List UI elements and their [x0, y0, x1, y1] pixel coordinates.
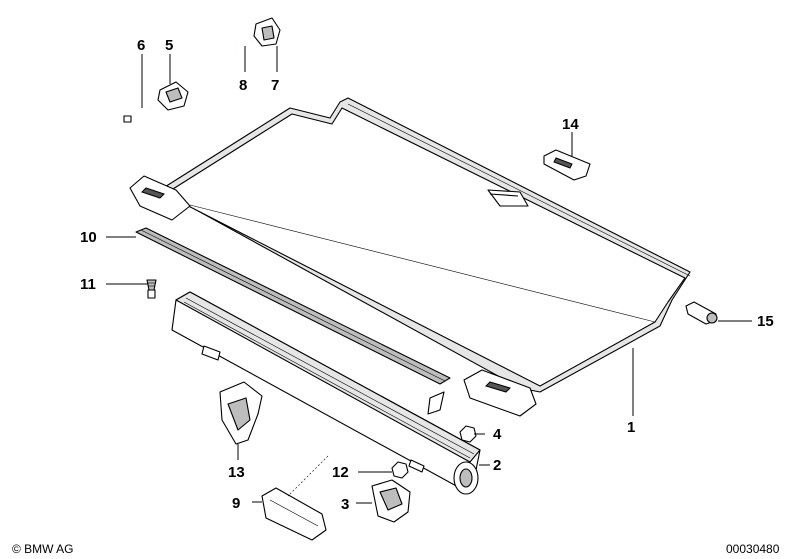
callout-7: 7 [271, 77, 279, 94]
part-2-roller-cassette [171, 291, 481, 495]
copyright-label: © BMW AG [12, 542, 74, 556]
callout-8: 8 [239, 77, 247, 94]
callout-1: 1 [627, 419, 635, 436]
callout-12: 12 [332, 464, 349, 481]
callout-10: 10 [80, 229, 97, 246]
part-1-right-end-cap [463, 369, 537, 417]
part-15-pin [685, 301, 718, 325]
callout-13: 13 [228, 464, 245, 481]
callout-3: 3 [341, 496, 349, 513]
part-3-end-holder [371, 479, 411, 523]
callout-9: 9 [232, 495, 240, 512]
part-8-bolt [235, 41, 253, 49]
part-6-bolt [123, 107, 151, 123]
callout-11: 11 [80, 276, 96, 293]
part-5-clip-nut [157, 81, 189, 111]
diagram-number: 00030480 [726, 542, 780, 556]
callout-labels: 1 2 3 4 5 6 7 8 9 10 11 12 13 14 15 [80, 37, 774, 513]
part-14-holder [543, 149, 591, 181]
part-11-screw [146, 279, 157, 299]
callout-4: 4 [493, 426, 502, 443]
part-10-guide-strip [135, 227, 451, 385]
part-9-end-cover [261, 455, 329, 541]
callout-14: 14 [562, 116, 579, 133]
part-13-support [219, 381, 263, 445]
callout-15: 15 [757, 313, 774, 330]
callout-5: 5 [165, 37, 173, 54]
part-7-bracket [253, 17, 281, 47]
callout-6: 6 [137, 37, 145, 54]
part-4-nut [459, 425, 477, 443]
part-12-nut [391, 461, 409, 479]
leader-lines [106, 46, 752, 504]
part-1-left-end-cap [129, 175, 191, 221]
callout-2: 2 [493, 457, 501, 474]
part-1-cover-panel [159, 97, 691, 393]
